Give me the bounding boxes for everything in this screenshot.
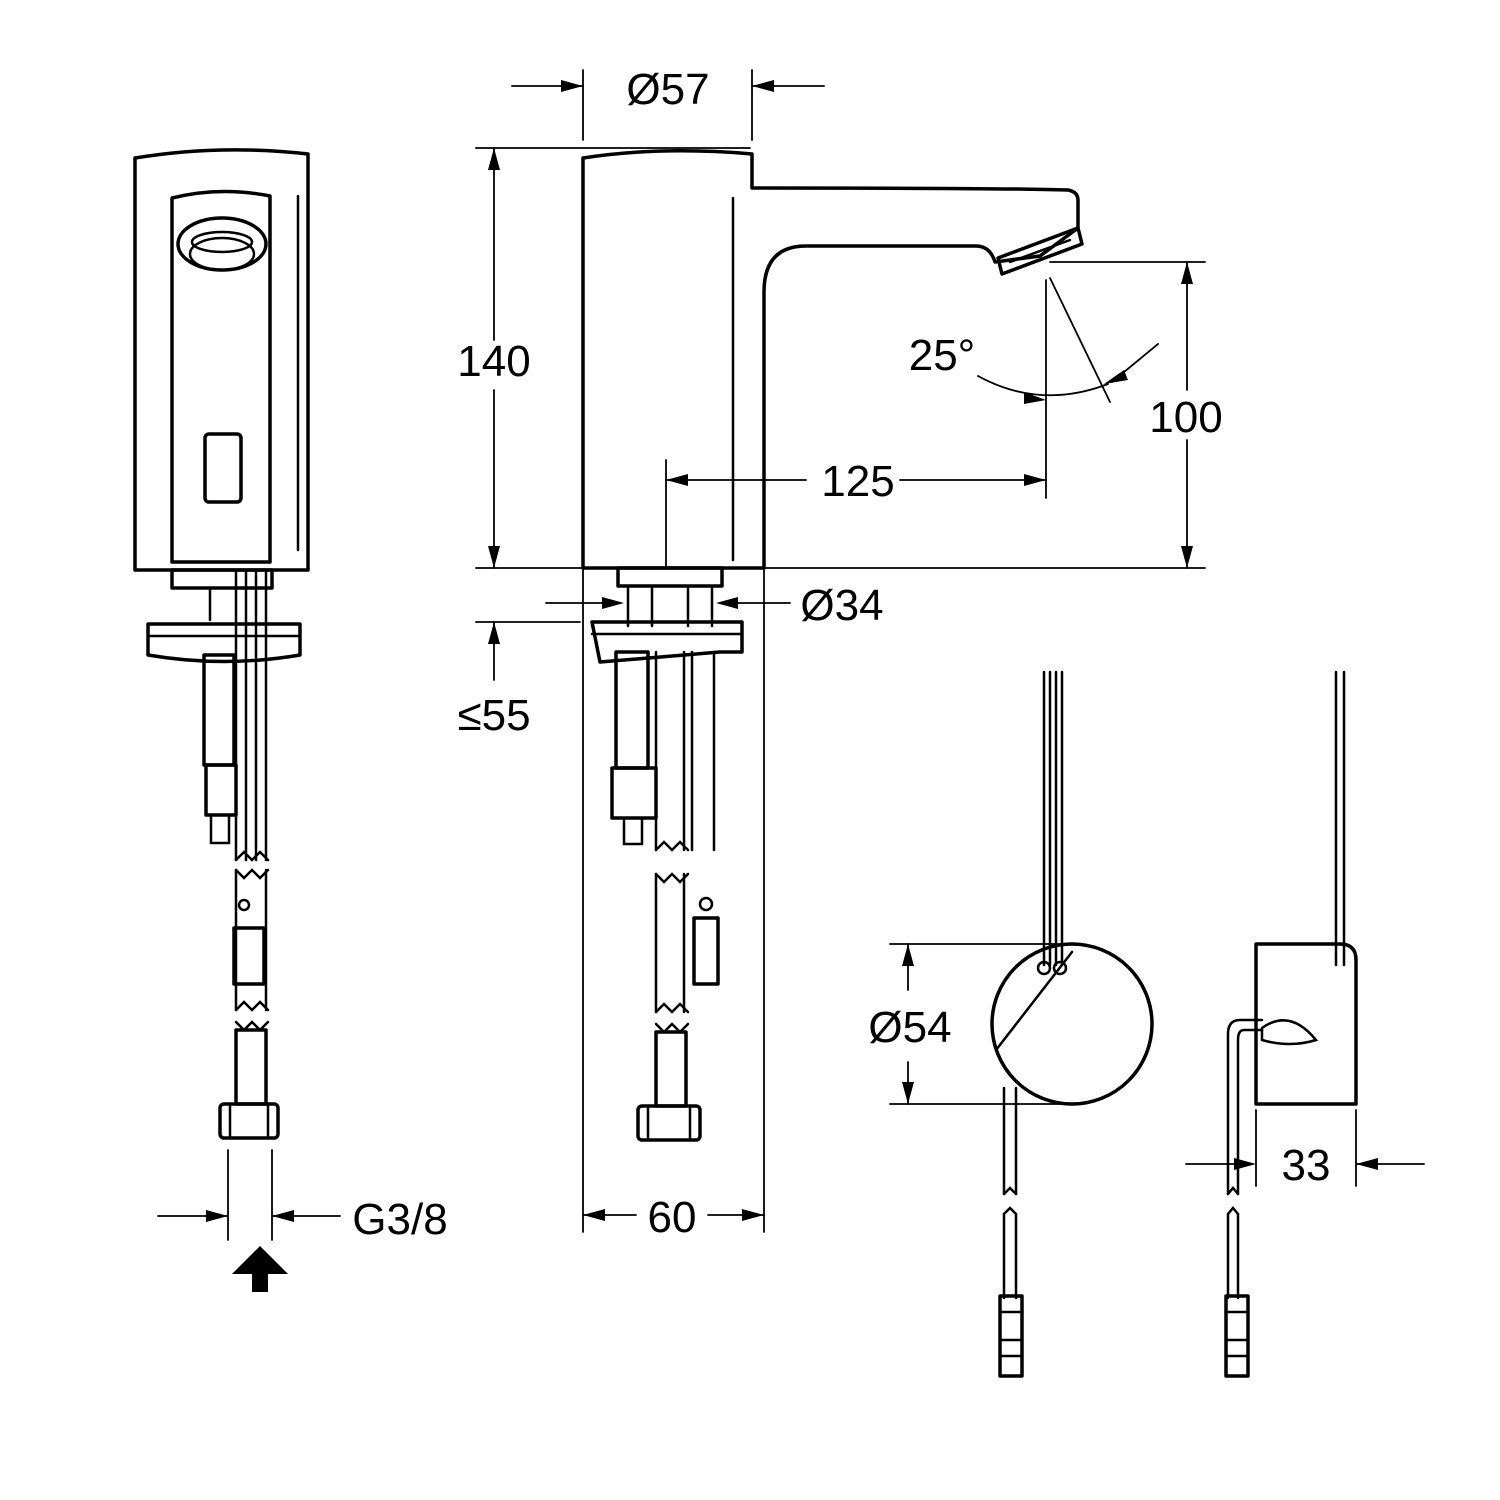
sensor-front-view [889,670,1154,1378]
dim-base-width: 60 [648,1193,697,1242]
dim-connection-thread: G3/8 [352,1195,447,1244]
dim-spout-reach: 125 [821,457,894,506]
dim-deck-thickness: ≤55 [457,691,530,740]
dim-height: 140 [457,337,530,386]
dim-shank-diameter: Ø34 [800,581,883,630]
dim-sensor-diameter: Ø54 [868,1003,951,1052]
front-view [133,148,341,1292]
sensor-side-view [1185,670,1425,1378]
dim-spray-angle: 25° [909,331,976,380]
dim-top-diameter: Ø57 [626,65,709,114]
dim-sensor-depth: 33 [1282,1141,1331,1190]
dim-spout-height: 100 [1149,393,1222,442]
inlet-arrow-icon [232,1246,288,1292]
side-view [475,69,1206,1233]
